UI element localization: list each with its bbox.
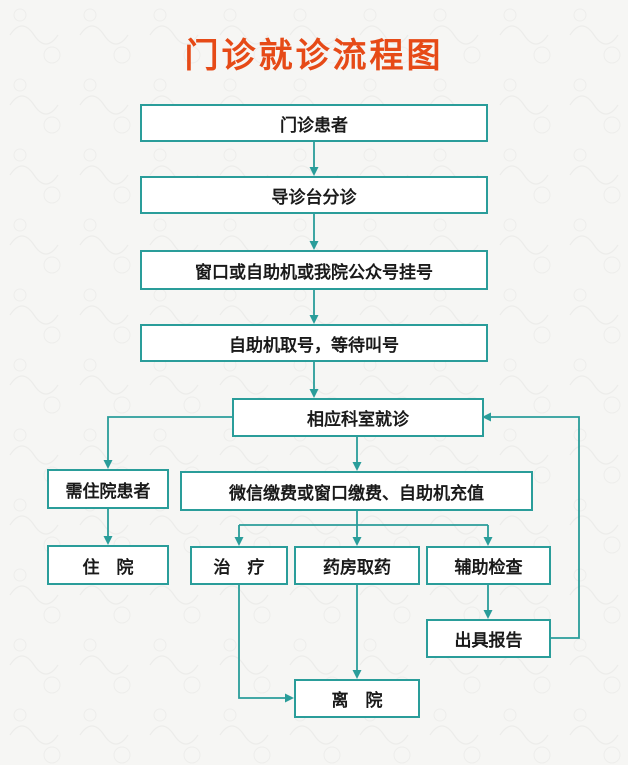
step-discharge: 离 院 [294, 679, 420, 718]
step-inpatient-needed: 需住院患者 [47, 469, 169, 509]
step-register: 窗口或自助机或我院公众号挂号 [140, 250, 488, 290]
step-take-number: 自助机取号，等待叫号 [140, 324, 488, 362]
arrow-report-department [482, 412, 580, 639]
step-treatment: 治 疗 [190, 546, 288, 585]
step-department-visit: 相应科室就诊 [232, 398, 484, 437]
step-pharmacy: 药房取药 [294, 546, 420, 585]
step-exam: 辅助检查 [426, 546, 551, 585]
step-report: 出具报告 [426, 619, 551, 658]
step-triage: 导诊台分诊 [140, 176, 488, 214]
arrow-treatment-discharge [238, 585, 294, 703]
step-payment: 微信缴费或窗口缴费、自助机充值 [180, 471, 533, 511]
arrow-department-inpatient [103, 416, 232, 469]
step-hospitalize: 住 院 [47, 545, 169, 585]
step-outpatient: 门诊患者 [140, 104, 488, 142]
page-title: 门诊就诊流程图 [184, 36, 444, 76]
